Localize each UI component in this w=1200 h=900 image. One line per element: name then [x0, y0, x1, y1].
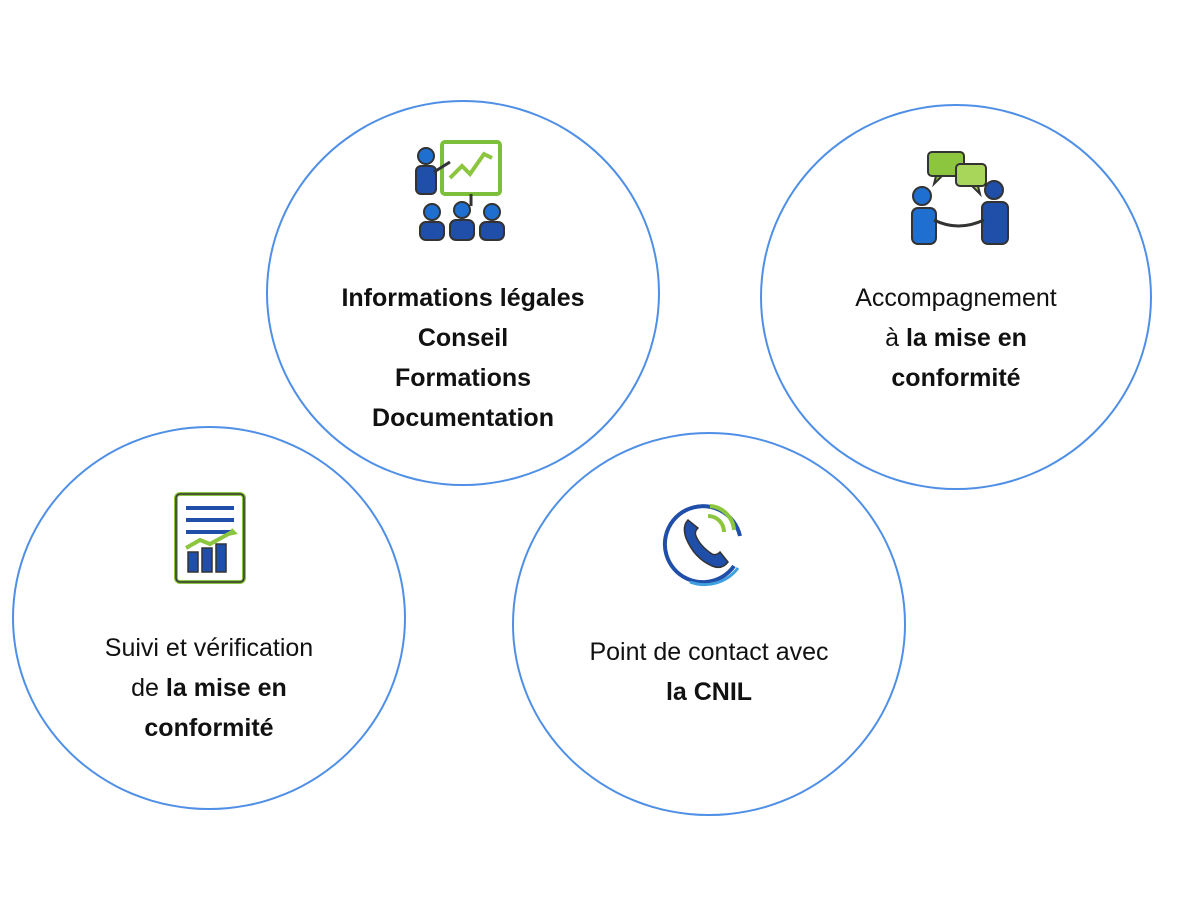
label-line: Accompagnement	[760, 278, 1152, 318]
label-line: Formations	[266, 358, 660, 398]
phone-call-icon	[660, 496, 752, 588]
label-text: à	[885, 324, 906, 352]
label-line: conformité	[12, 708, 406, 748]
service-label-accompagnement: Accompagnement à la mise en conformité	[760, 278, 1152, 398]
label-bold-text: Documentation	[372, 404, 554, 432]
label-text: Suivi et vérification	[104, 634, 314, 662]
discussion-people-icon	[908, 150, 1012, 248]
service-circle-suivi	[12, 426, 406, 810]
label-bold-text: la CNIL	[665, 678, 753, 706]
label-bold-text: conformité	[891, 364, 1021, 392]
label-bold-text: Conseil	[417, 324, 509, 352]
label-text: Point de contact avec	[589, 638, 829, 666]
label-text: de	[131, 674, 166, 702]
label-line: la CNIL	[512, 672, 906, 712]
label-line: Suivi et vérification	[12, 628, 406, 668]
label-line: conformité	[760, 358, 1152, 398]
label-line: à la mise en	[760, 318, 1152, 358]
label-bold-text: Informations légales	[341, 284, 585, 312]
label-line: Documentation	[266, 398, 660, 438]
service-circle-accompagnement	[760, 104, 1152, 490]
label-bold-text: Formations	[394, 364, 532, 392]
label-line: de la mise en	[12, 668, 406, 708]
label-line: Conseil	[266, 318, 660, 358]
presentation-icon	[412, 136, 512, 244]
label-bold-text: la mise en	[165, 674, 287, 702]
report-chart-icon	[170, 490, 250, 586]
service-circle-contact	[512, 432, 906, 816]
label-text: Accompagnement	[855, 284, 1057, 312]
label-line: Point de contact avec	[512, 632, 906, 672]
label-bold-text: la mise en	[905, 324, 1027, 352]
service-label-contact: Point de contact avec la CNIL	[512, 632, 906, 712]
label-bold-text: conformité	[144, 714, 274, 742]
label-line: Informations légales	[266, 278, 660, 318]
service-label-suivi: Suivi et vérification de la mise en confor…	[12, 628, 406, 748]
